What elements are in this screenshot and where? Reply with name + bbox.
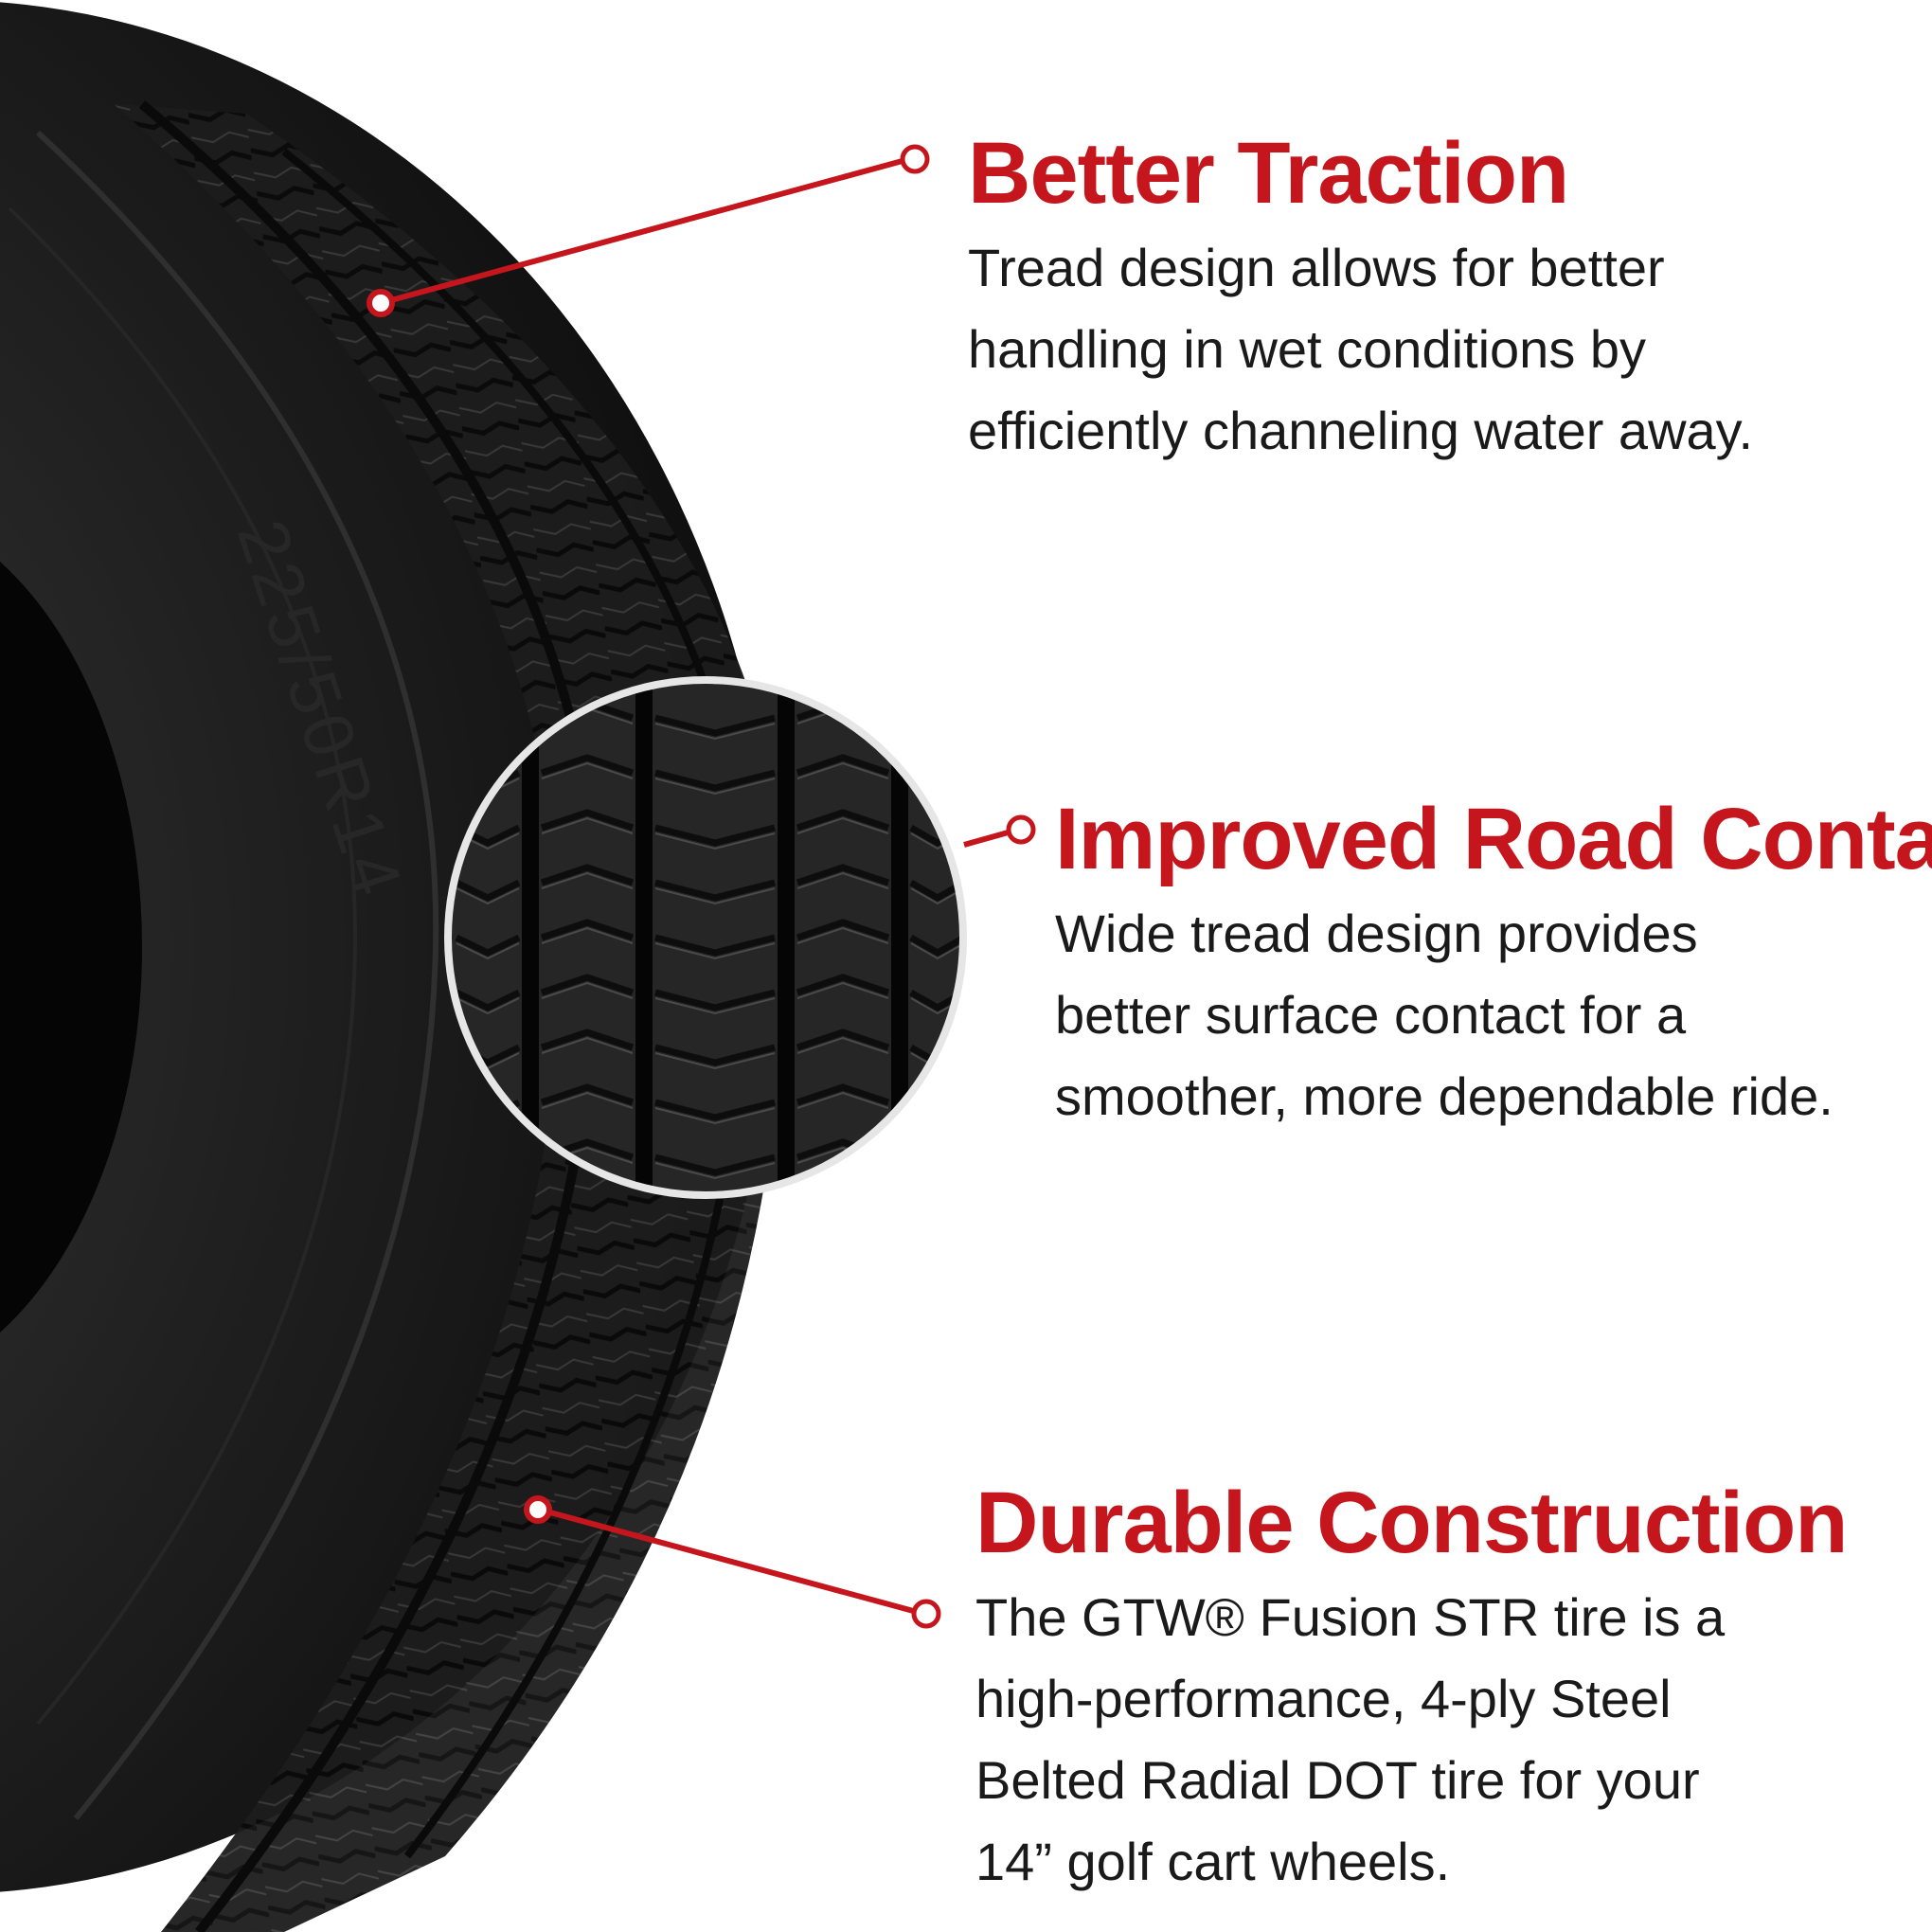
tread-highlight: [654, 1107, 776, 1125]
tread-highlight: [796, 1091, 889, 1109]
tread-highlight: [654, 1162, 776, 1180]
tread-sipe: [796, 1083, 890, 1106]
tread-sipe: [797, 1197, 888, 1212]
tread-sipe: [909, 714, 961, 738]
tread-sipe: [540, 864, 635, 886]
tread-highlight: [654, 832, 776, 850]
tread-groove: [522, 682, 539, 1193]
callout-contact: [963, 814, 1036, 848]
tread-highlight: [541, 1036, 634, 1054]
tread-sipe: [540, 754, 635, 777]
tread-sipe: [796, 864, 890, 886]
feature-title: Improved Road Contact: [1055, 791, 1932, 887]
tread-sipe: [796, 974, 890, 996]
tread-groove: [635, 682, 653, 1193]
callout-traction: [367, 144, 930, 317]
tread-sipe: [654, 769, 776, 792]
tread-sipe: [540, 1083, 635, 1106]
tread-highlight: [456, 942, 520, 960]
tread-highlight: [796, 1036, 889, 1054]
callout-durable: [524, 1495, 941, 1629]
tread-highlight: [796, 926, 889, 944]
tread-sipe: [911, 1212, 964, 1227]
tread-highlight: [910, 1107, 961, 1125]
tread-highlight: [456, 997, 520, 1015]
tread-sipe: [796, 809, 890, 832]
tread-sipe: [540, 919, 635, 941]
tread-sipe: [455, 989, 521, 1011]
tread-sipe: [909, 769, 961, 793]
tread-highlight: [654, 997, 776, 1015]
tread-highlight: [541, 761, 634, 779]
tread-highlight: [796, 981, 889, 999]
tread-sipe: [540, 809, 635, 832]
callout-contact-end: [1006, 814, 1036, 845]
tread-highlight: [910, 723, 961, 741]
tread-groove: [891, 682, 908, 1193]
tread-highlight: [797, 653, 888, 669]
feature-description: The GTW® Fusion STR tire is a high-perfo…: [975, 1586, 1726, 1891]
tread-sipe: [654, 1154, 776, 1176]
tread-highlight: [910, 887, 961, 905]
tread-sipe: [654, 1044, 776, 1066]
tread-sipe: [796, 1029, 890, 1051]
tread-sipe: [540, 974, 635, 996]
tread-highlight: [541, 871, 634, 889]
tread-sipe: [455, 879, 521, 902]
tread-highlight: [654, 1052, 776, 1070]
tread-highlight: [654, 942, 776, 960]
tread-sipe: [654, 824, 776, 847]
tread-highlight: [541, 926, 634, 944]
tread-highlight: [796, 816, 889, 834]
tread-sipe: [540, 1029, 635, 1051]
tread-highlight: [797, 1203, 888, 1218]
tread-highlight: [796, 871, 889, 889]
tread-groove: [778, 682, 795, 1193]
tread-highlight: [654, 778, 776, 796]
tread-sipe: [654, 714, 776, 737]
tread-highlight: [911, 1218, 964, 1233]
feature-better-traction: Better Traction Tread design allows for …: [968, 128, 1896, 472]
tread-sipe: [654, 1099, 776, 1121]
tread-highlight: [796, 761, 889, 779]
tread-highlight: [654, 887, 776, 905]
tread-highlight: [654, 723, 776, 741]
feature-improved-road-contact: Improved Road Contact Wide tread design …: [1055, 791, 1932, 1137]
tread-highlight: [456, 887, 520, 905]
tread-highlight: [910, 682, 961, 686]
tread-sipe: [909, 1154, 961, 1177]
tread-sipe: [654, 989, 776, 1011]
tread-highlight: [541, 816, 634, 834]
tread-magnifier: [444, 648, 967, 1233]
tread-sipe: [455, 934, 521, 957]
tread-sipe: [654, 934, 776, 957]
feature-description: Wide tread design provides better surfac…: [1055, 903, 1834, 1126]
tread-highlight: [910, 942, 961, 960]
tread-highlight: [910, 1162, 961, 1180]
tread-sipe: [796, 919, 890, 941]
callout-traction-end: [900, 144, 930, 174]
tread-sipe: [654, 879, 776, 902]
callout-traction-dot: [367, 289, 395, 317]
feature-durable-construction: Durable Construction The GTW® Fusion STR…: [975, 1477, 1885, 1903]
tread-sipe: [797, 648, 888, 663]
tread-sipe: [909, 934, 961, 957]
tread-sipe: [909, 682, 961, 683]
tread-sipe: [909, 1099, 961, 1122]
tread-highlight: [541, 981, 634, 999]
callout-durable-end: [911, 1599, 941, 1629]
tire-body: 225/50R14: [0, 2, 787, 1932]
tread-sipe: [796, 754, 890, 777]
feature-description: Tread design allows for better handling …: [968, 237, 1754, 460]
feature-title: Better Traction: [968, 125, 1569, 222]
callout-durable-dot: [524, 1495, 552, 1524]
tread-highlight: [541, 1091, 634, 1109]
feature-title: Durable Construction: [975, 1475, 1848, 1571]
